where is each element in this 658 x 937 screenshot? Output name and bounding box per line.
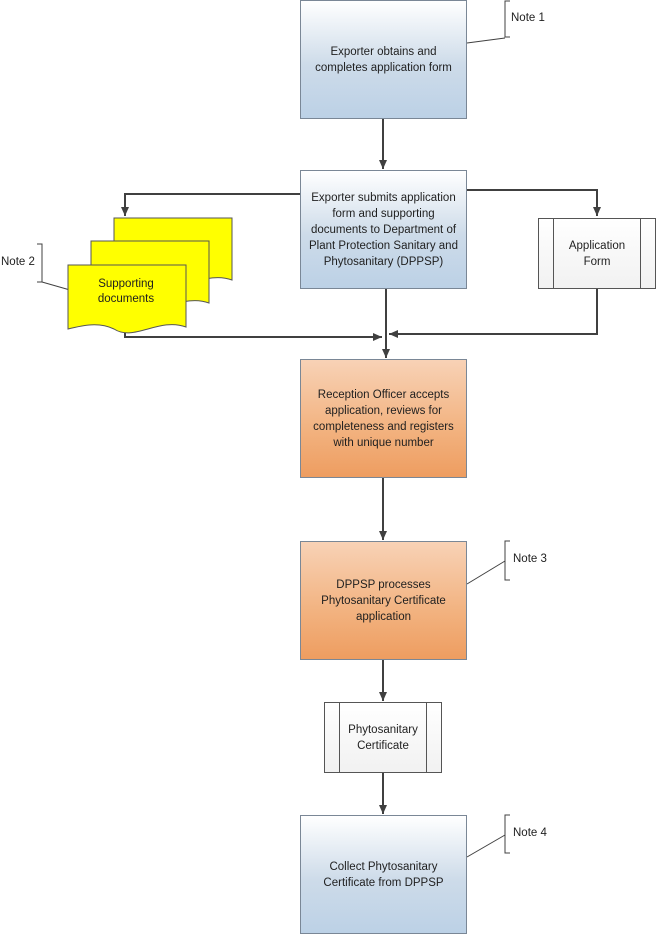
note-3: Note 3 bbox=[513, 553, 547, 565]
note-1: Note 1 bbox=[511, 12, 545, 24]
arrow-form-to-merge bbox=[389, 289, 598, 338]
collect-certificate-box: Collect Phytosanitary Certificate from D… bbox=[300, 815, 467, 934]
note2-bracket bbox=[37, 243, 43, 283]
note1-bracket bbox=[504, 0, 510, 38]
note4-leader bbox=[466, 834, 506, 858]
application-form-label: Application Form bbox=[568, 239, 626, 268]
document-sheet-front bbox=[67, 264, 187, 334]
exporter-submits-box: Exporter submits application form and su… bbox=[300, 170, 467, 289]
phytosanitary-certificate-box: Phytosanitary Certificate bbox=[324, 702, 442, 773]
note4-bracket bbox=[504, 814, 510, 854]
arrow-documents-to-merge bbox=[124, 330, 382, 341]
arrow-submits-to-form bbox=[467, 189, 601, 216]
note3-leader bbox=[466, 560, 506, 585]
note-4: Note 4 bbox=[513, 827, 547, 839]
dppsp-processes-box: DPPSP processes Phytosanitary Certificat… bbox=[300, 541, 467, 660]
exporter-obtains-box: Exporter obtains and completes applicati… bbox=[300, 0, 467, 119]
arrow-submits-to-documents bbox=[121, 193, 300, 216]
supporting-documents-shape bbox=[67, 217, 233, 334]
supporting-documents-label: Supporting documents bbox=[97, 278, 155, 305]
reception-officer-box: Reception Officer accepts application, r… bbox=[300, 359, 467, 478]
note1-leader bbox=[466, 37, 506, 44]
note-2: Note 2 bbox=[1, 256, 35, 268]
note3-bracket bbox=[504, 540, 510, 581]
note2-leader bbox=[41, 281, 71, 291]
application-form-box: Application Form bbox=[538, 218, 656, 289]
phytosanitary-certificate-label: Phytosanitary Certificate bbox=[348, 723, 418, 752]
